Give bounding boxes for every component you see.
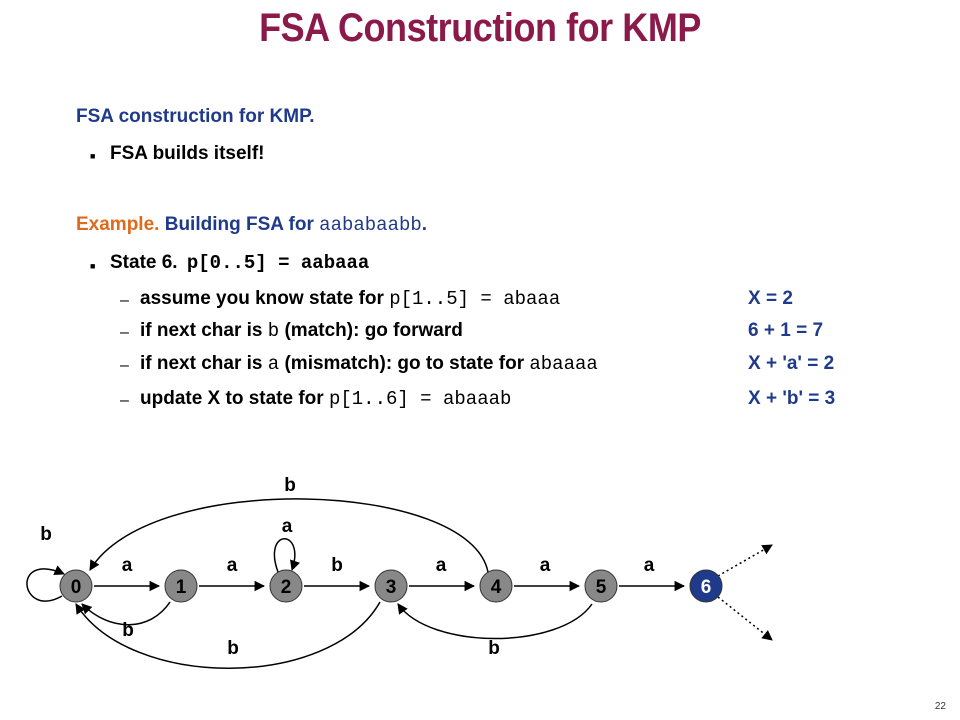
sub-line-code: a xyxy=(267,353,280,375)
state-4-circle xyxy=(479,569,513,603)
label-3-0: b xyxy=(227,638,239,659)
edge-1-0 xyxy=(81,601,171,626)
state-4-label: 4 xyxy=(491,577,502,598)
state-5-label: 5 xyxy=(596,577,607,598)
state-6-label: 6 xyxy=(701,577,712,598)
self-loop-2 xyxy=(273,538,300,573)
sub-line-2: if next char is b (match): go forward xyxy=(140,320,463,342)
sub-line-code: abaaaa xyxy=(529,353,598,375)
edge-5-3 xyxy=(397,603,593,640)
out-edge-upper xyxy=(717,544,773,577)
state-0-label: 0 xyxy=(71,577,82,598)
intro-text: FSA construction for KMP. xyxy=(76,106,315,127)
slide-title: FSA Construction for KMP xyxy=(259,6,701,50)
sub-line-3-result: X + 'a' = 2 xyxy=(748,353,835,374)
label-top-4-0: b xyxy=(284,475,296,496)
bullet-icon: ■ xyxy=(90,151,96,161)
state-label: State 6. xyxy=(110,252,178,273)
sub-line-1: assume you know state for p[1..5] = abaa… xyxy=(140,288,560,310)
label-4-5: a xyxy=(540,555,551,576)
bullet-icon: ■ xyxy=(90,261,96,271)
label-self-2: a xyxy=(282,516,293,537)
self-loop-0 xyxy=(26,565,65,602)
state-5-circle xyxy=(584,569,618,603)
sub-line-4: update X to state for p[1..6] = abaaab xyxy=(140,388,511,410)
state-6-circle xyxy=(689,569,723,603)
sub-line-code: p[1..5] = abaaa xyxy=(389,288,561,310)
example-line: Example. Building FSA for aababaabb. xyxy=(76,214,427,236)
example-label: Example. xyxy=(76,214,160,235)
edge-4-0 xyxy=(89,498,489,573)
state-2-label: 2 xyxy=(281,577,292,598)
dash-icon: – xyxy=(120,292,129,309)
label-1-2: a xyxy=(227,555,238,576)
state-code: p[0..5] = aabaaa xyxy=(186,252,370,274)
sub-line-text: if next char is xyxy=(140,353,268,374)
example-pattern: aababaabb xyxy=(319,214,422,236)
label-3-4: a xyxy=(436,555,447,576)
sub-line-4-result: X + 'b' = 3 xyxy=(748,388,836,409)
sub-line-text: if next char is xyxy=(140,320,268,341)
state-line: State 6. p[0..5] = aabaaa xyxy=(110,252,369,274)
states-group: 0 1 2 3 4 5 6 xyxy=(59,569,723,603)
example-end: . xyxy=(421,214,428,235)
sub-line-text: assume you know state for xyxy=(140,288,390,309)
label-1-0: b xyxy=(122,620,134,641)
dash-icon: – xyxy=(120,324,129,341)
example-text: Building FSA for xyxy=(164,214,320,235)
sub-line-code: b xyxy=(267,320,280,342)
label-5-3: b xyxy=(488,638,500,659)
page-number: 22 xyxy=(934,701,946,712)
sub-line-code: p[1..6] = abaaab xyxy=(328,388,512,410)
state-3-circle xyxy=(374,569,408,603)
sub-line-1-result: X = 2 xyxy=(748,288,793,309)
label-5-6: a xyxy=(644,555,655,576)
dash-icon: – xyxy=(120,357,129,374)
state-2-circle xyxy=(269,569,303,603)
state-1-label: 1 xyxy=(176,577,187,598)
sub-line-text: (match): go forward xyxy=(279,320,463,341)
label-0-1: a xyxy=(122,555,133,576)
sub-line-text: (mismatch): go to state for xyxy=(279,353,530,374)
edge-3-0 xyxy=(75,601,381,669)
label-self-0: b xyxy=(40,524,52,545)
state-0-circle xyxy=(59,569,93,603)
state-1-circle xyxy=(164,569,198,603)
dash-icon: – xyxy=(120,392,129,409)
bullet-fsa-builds: FSA builds itself! xyxy=(110,143,265,164)
sub-line-2-result: 6 + 1 = 7 xyxy=(748,320,824,341)
sub-line-text: update X to state for xyxy=(140,388,329,409)
label-2-3: b xyxy=(331,555,343,576)
sub-line-3: if next char is a (mismatch): go to stat… xyxy=(140,353,598,375)
out-edge-lower xyxy=(717,596,773,641)
state-3-label: 3 xyxy=(386,577,397,598)
